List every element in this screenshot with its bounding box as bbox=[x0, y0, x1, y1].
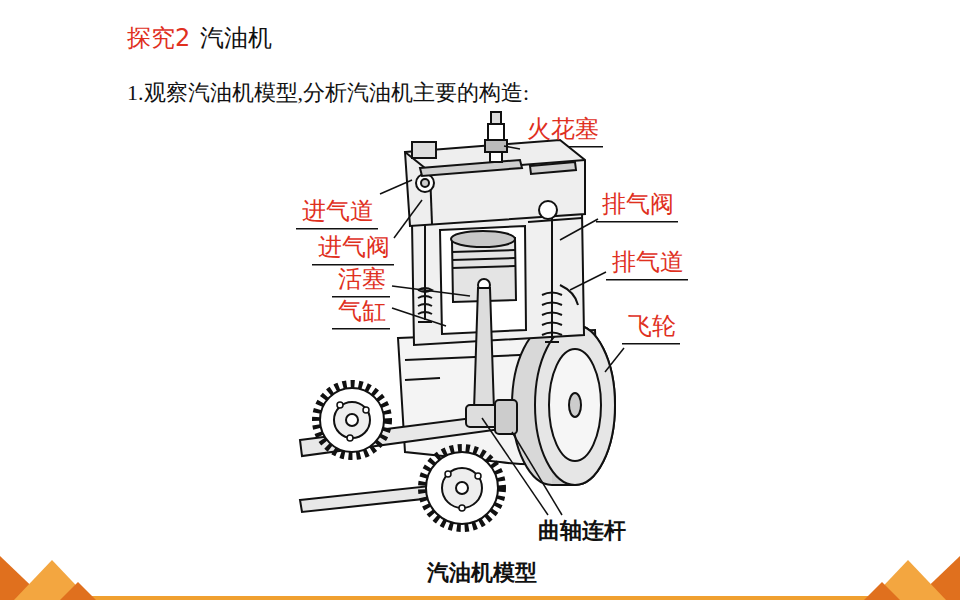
part-label: 飞轮 bbox=[628, 312, 676, 341]
cylinder-head bbox=[421, 179, 429, 187]
underline bbox=[332, 328, 390, 330]
gear bbox=[363, 407, 369, 413]
valve bbox=[542, 293, 562, 336]
cylinder-head bbox=[530, 162, 576, 174]
cylinder-head bbox=[420, 160, 522, 176]
connecting-rod bbox=[474, 288, 494, 410]
gear bbox=[347, 435, 353, 441]
gear bbox=[456, 482, 468, 494]
spark-plug bbox=[488, 124, 504, 140]
part-label: 活塞 bbox=[338, 265, 386, 294]
cylinder-block bbox=[412, 212, 584, 345]
flywheel bbox=[569, 393, 581, 417]
leader-line bbox=[570, 272, 606, 290]
heading-number: 探究2 bbox=[127, 24, 190, 53]
corner-decoration bbox=[0, 556, 960, 600]
part-label: 曲轴连杆 bbox=[538, 518, 626, 544]
part-label: 火花塞 bbox=[527, 115, 599, 144]
piston bbox=[451, 231, 515, 247]
leader-line bbox=[512, 432, 562, 515]
cylinder-block bbox=[528, 218, 582, 222]
gear bbox=[316, 384, 502, 528]
leader-line bbox=[504, 146, 520, 149]
gear bbox=[346, 414, 358, 426]
gear bbox=[475, 473, 481, 479]
shaft bbox=[300, 486, 432, 512]
piston bbox=[452, 250, 515, 268]
connecting-rod bbox=[495, 400, 517, 434]
gear bbox=[459, 505, 465, 511]
spark-plug bbox=[491, 112, 501, 124]
spark-plug bbox=[490, 152, 502, 162]
underline bbox=[296, 228, 378, 230]
corner-decoration bbox=[0, 596, 960, 600]
gear bbox=[320, 388, 384, 452]
heading-text: 汽油机 bbox=[200, 24, 272, 53]
flywheel bbox=[535, 325, 615, 485]
valve bbox=[545, 341, 559, 343]
crankcase bbox=[405, 378, 440, 380]
leader-line bbox=[605, 348, 624, 372]
gear bbox=[442, 468, 482, 508]
part-label: 进气道 bbox=[302, 197, 374, 226]
valve bbox=[418, 288, 432, 314]
instruction-text: 1.观察汽油机模型,分析汽油机主要的构造: bbox=[127, 80, 529, 106]
underline bbox=[622, 343, 680, 345]
leader-line bbox=[560, 219, 598, 240]
part-label: 排气阀 bbox=[602, 190, 674, 219]
leader-line bbox=[392, 286, 470, 296]
part-label: 气缸 bbox=[338, 297, 386, 326]
leader-line bbox=[482, 418, 548, 515]
flywheel bbox=[512, 325, 615, 485]
leader-line bbox=[380, 180, 412, 194]
valve bbox=[551, 215, 553, 340]
spark-plug bbox=[485, 140, 507, 152]
part-label: 排气道 bbox=[612, 248, 684, 277]
corner-decoration bbox=[60, 582, 96, 600]
gear bbox=[316, 384, 388, 456]
gear bbox=[337, 402, 343, 408]
cylinder-head bbox=[405, 140, 585, 226]
corner-decoration bbox=[864, 582, 900, 600]
gear bbox=[422, 448, 502, 528]
leader-line bbox=[380, 146, 624, 515]
underline bbox=[596, 221, 678, 223]
spark-plug bbox=[485, 112, 507, 162]
underline bbox=[606, 279, 688, 281]
cylinder-head bbox=[405, 140, 585, 226]
cylinder-head bbox=[412, 142, 436, 158]
part-label: 进气阀 bbox=[318, 233, 390, 262]
gear bbox=[426, 452, 498, 524]
flywheel bbox=[549, 349, 601, 461]
cylinder-block bbox=[412, 212, 584, 345]
cylinder-head bbox=[539, 201, 557, 219]
connecting-rod bbox=[466, 288, 517, 434]
caption: 汽油机模型 bbox=[427, 560, 537, 586]
gear bbox=[334, 402, 370, 438]
leader-line bbox=[392, 308, 446, 326]
leader-line bbox=[394, 200, 422, 238]
gear bbox=[445, 471, 451, 477]
